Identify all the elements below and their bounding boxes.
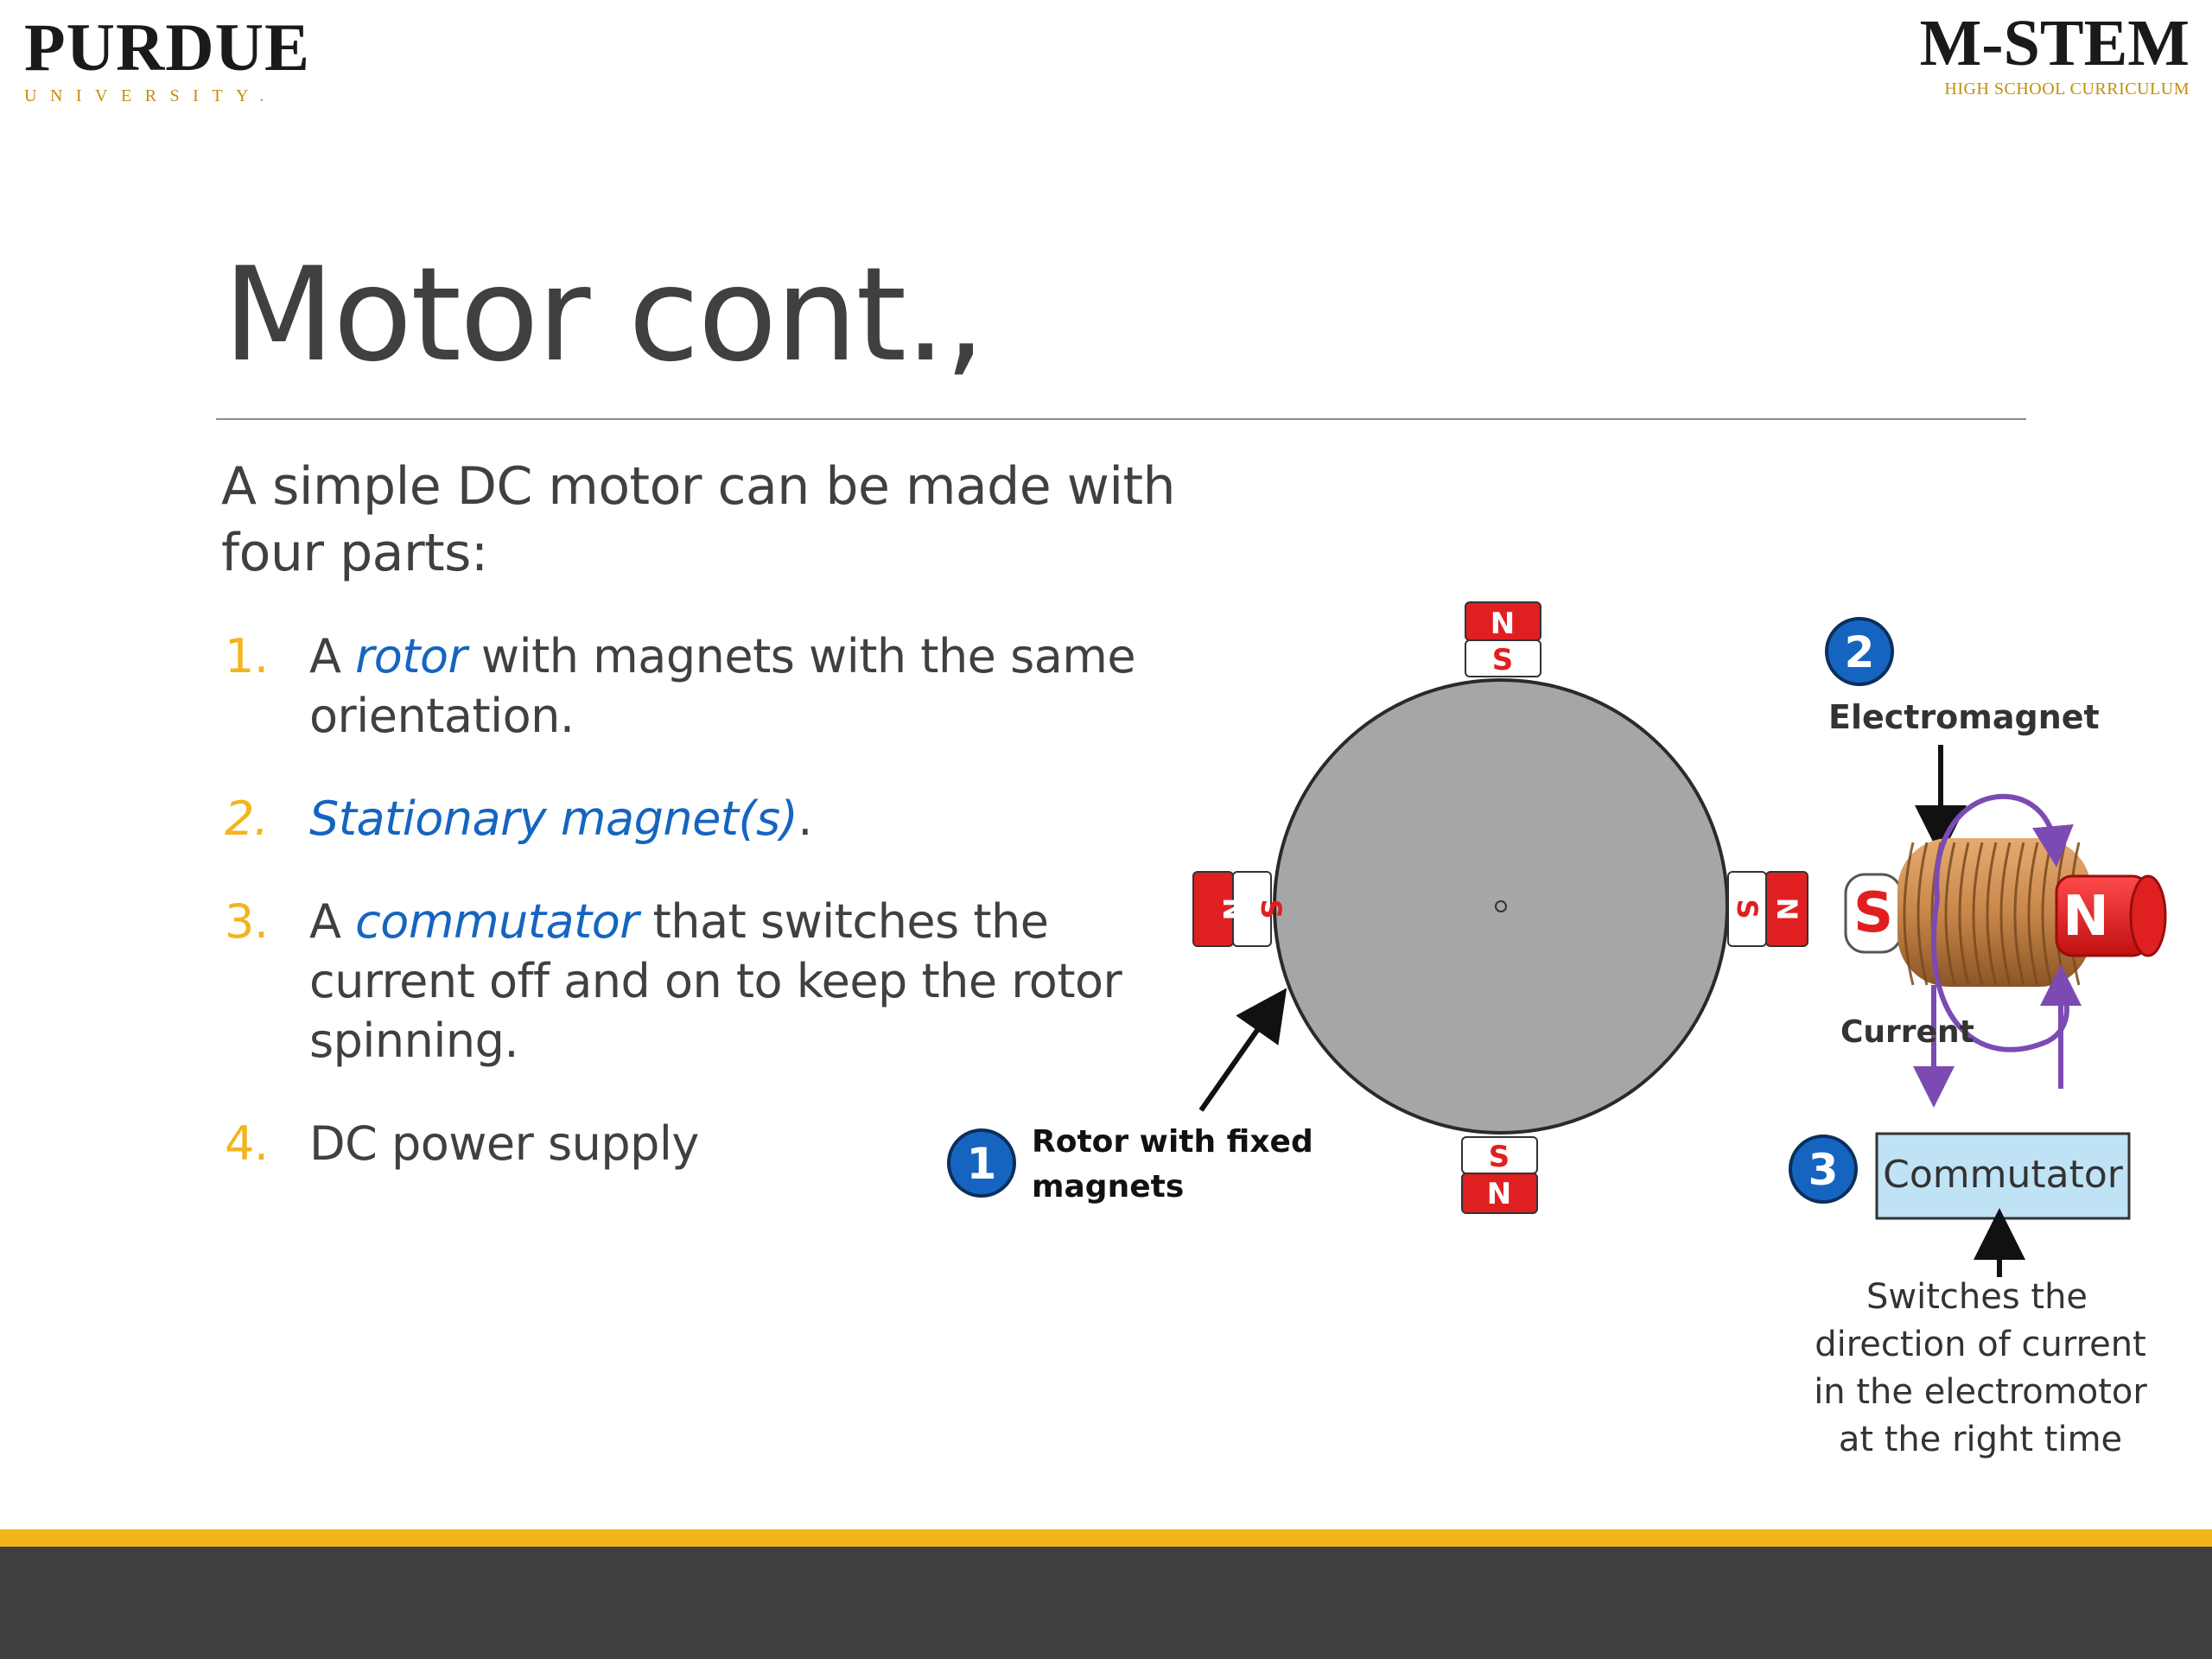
- badge-1: 1: [947, 1128, 1016, 1198]
- list-keyword: rotor: [355, 629, 467, 683]
- list-text-pre: A: [309, 894, 356, 949]
- pole-label-s: S: [1492, 643, 1514, 677]
- pole-label-s: S: [1853, 881, 1893, 945]
- list-text: A commutator that switches the current o…: [309, 892, 1189, 1071]
- rotor-pointer-arrow: [1198, 988, 1287, 1112]
- magnet-bottom: S N: [1461, 1136, 1538, 1214]
- list-item: 3. A commutator that switches the curren…: [221, 892, 1189, 1071]
- list-text: Stationary magnet(s).: [309, 789, 1189, 849]
- footer-bar: [0, 1547, 2212, 1659]
- commutator-label: Commutator: [1883, 1153, 2124, 1197]
- list-text-pre: A: [309, 629, 356, 683]
- badge-number: 2: [1845, 627, 1875, 677]
- rotor-label: Rotor with fixed: [1032, 1124, 1313, 1160]
- mstem-logo-sub: HIGH SCHOOL CURRICULUM: [1944, 79, 2190, 99]
- pole-label-s: S: [1489, 1140, 1510, 1174]
- purdue-logo-sub: UNIVERSITY.: [24, 86, 277, 105]
- electromagnet-label: Electromagnet: [1828, 698, 2100, 736]
- magnet-top: N S: [1465, 601, 1541, 677]
- description-line: in the electromotor: [1814, 1372, 2147, 1412]
- pole-label-n: N: [1217, 898, 1249, 921]
- badge-number: 1: [967, 1139, 997, 1189]
- current-flow-arrows: [1913, 793, 2082, 1108]
- list-text: A rotor with magnets with the same orien…: [309, 626, 1189, 746]
- description-line: direction of current: [1815, 1325, 2146, 1364]
- commutator-box: [1875, 1132, 2131, 1220]
- purdue-logo: PURDUE UNIVERSITY.: [24, 10, 310, 109]
- pole-label-n: N: [2063, 885, 2109, 949]
- list-number: 4.: [225, 1116, 269, 1171]
- badge-number: 3: [1808, 1145, 1839, 1195]
- list-number: 2.: [225, 791, 269, 846]
- title-divider: [216, 418, 2026, 420]
- magnet-left: N S: [1192, 871, 1287, 947]
- pole-label-n: N: [1770, 898, 1803, 921]
- list-item: 4. DC power supply: [221, 1114, 1189, 1173]
- slide-intro: A simple DC motor can be made with four …: [221, 456, 1176, 583]
- rotor-axle: [1495, 900, 1507, 912]
- pole-label-s: S: [1731, 899, 1764, 918]
- description-line: Switches the: [1866, 1277, 2088, 1317]
- list-text-pre: DC power supply: [309, 1116, 699, 1171]
- rotor-disc: [1273, 678, 1729, 1135]
- magnet-right: S N: [1727, 871, 1808, 947]
- list-item: 2. Stationary magnet(s).: [221, 789, 1189, 849]
- rotor-label: magnets: [1032, 1169, 1184, 1205]
- badge-2: 2: [1825, 617, 1894, 686]
- list-keyword: Stationary magnet(s): [309, 791, 798, 846]
- mstem-logo: M-STEM HIGH SCHOOL CURRICULUM: [1896, 10, 2190, 99]
- slide-title: Motor cont.,: [223, 240, 986, 391]
- parts-list: 1. A rotor with magnets with the same or…: [221, 626, 1189, 1173]
- description-line: at the right time: [1839, 1420, 2122, 1459]
- pole-label-n: N: [1491, 607, 1515, 641]
- list-text-post: .: [798, 791, 812, 846]
- purdue-logo-name: PURDUE: [24, 10, 310, 85]
- list-text-post: that switches the current off and on to …: [309, 894, 1122, 1068]
- footer-stripe: [0, 1529, 2212, 1547]
- badge-3: 3: [1789, 1135, 1858, 1204]
- list-number: 3.: [225, 894, 269, 949]
- list-item: 1. A rotor with magnets with the same or…: [221, 626, 1189, 746]
- mstem-logo-name: M-STEM: [1919, 7, 2190, 79]
- list-number: 1.: [225, 629, 269, 683]
- current-label: Current: [1840, 1014, 1974, 1050]
- list-text: DC power supply: [309, 1114, 1189, 1173]
- electromagnet: S N: [1844, 838, 2167, 987]
- list-text-post: with magnets with the same orientation.: [309, 629, 1136, 743]
- list-keyword: commutator: [355, 894, 639, 949]
- pole-label-n: N: [1487, 1177, 1511, 1211]
- commutator-description: Switches the direction of current in the…: [1814, 1277, 2147, 1459]
- pole-label-s: S: [1255, 899, 1287, 918]
